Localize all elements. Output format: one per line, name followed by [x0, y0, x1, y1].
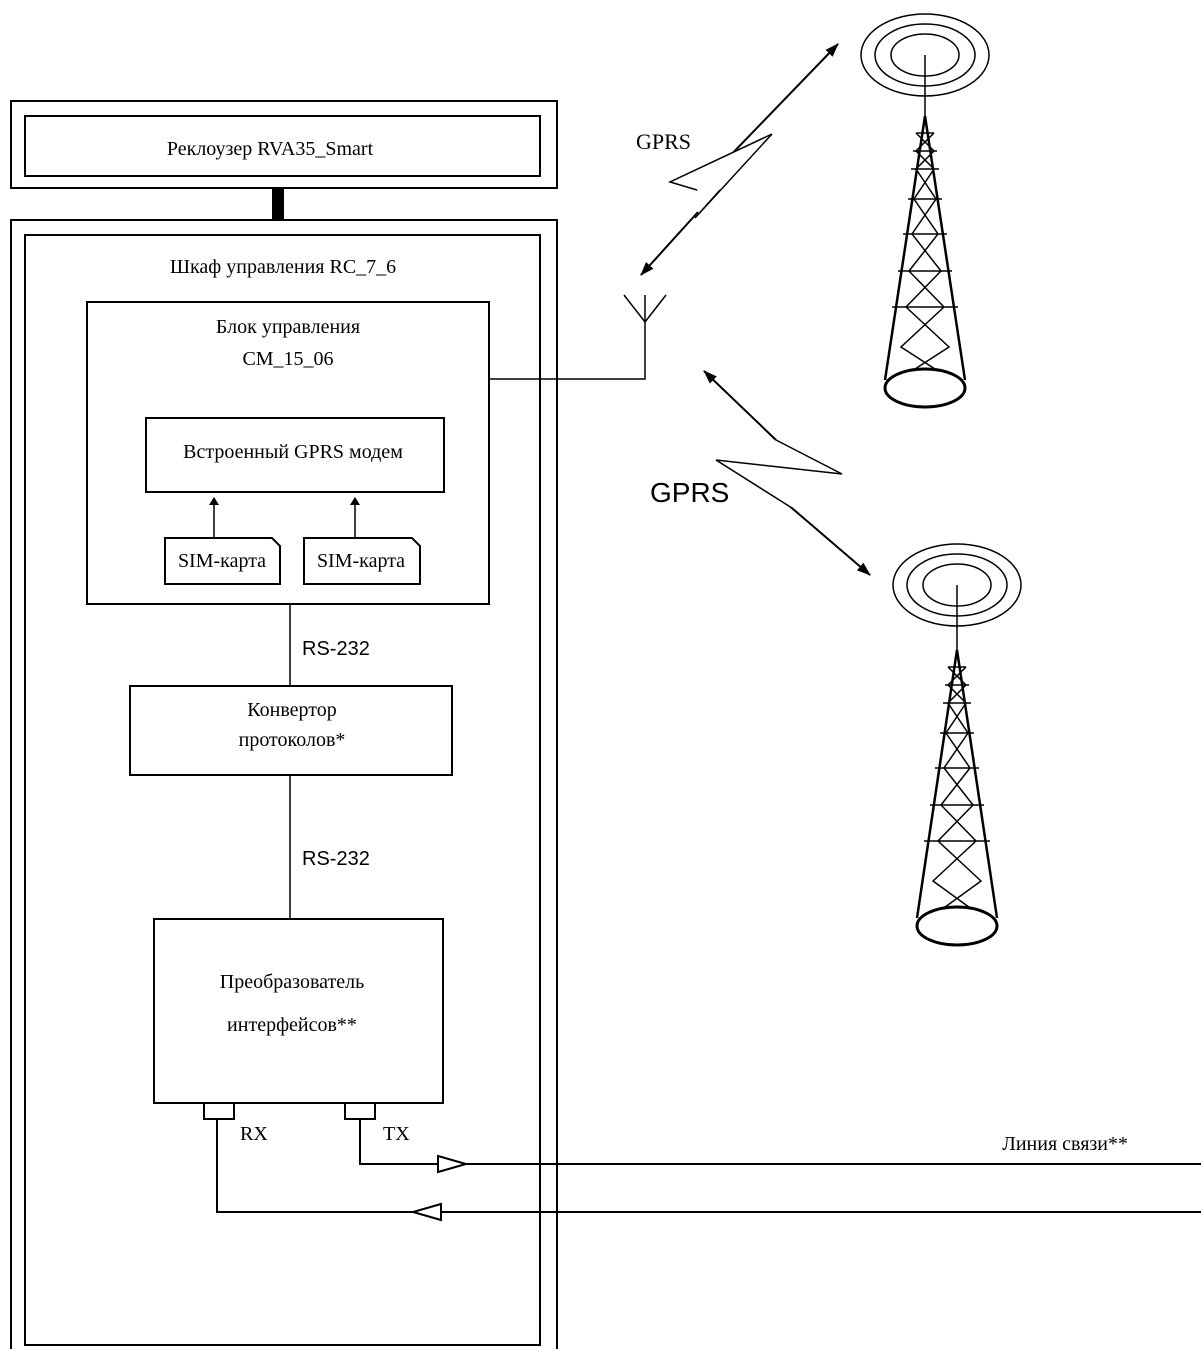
recloser-block: Реклоузер RVA35_Smart	[10, 100, 558, 189]
tx-port	[344, 1102, 376, 1120]
recloser-label: Реклоузер RVA35_Smart	[167, 138, 374, 160]
sim-card-1: SIM-карта	[164, 497, 281, 585]
interface-converter-line2: интерфейсов**	[227, 1014, 357, 1036]
gprs-link-2	[703, 370, 871, 576]
protocol-converter-block: Конвертор протоколов*	[129, 685, 453, 776]
gprs-modem-block: Встроенный GPRS модем	[145, 417, 445, 493]
rx-direction-arrow	[409, 1202, 442, 1222]
gprs-link-1	[640, 43, 839, 276]
antenna-icon	[623, 294, 667, 323]
rx-label: RX	[240, 1123, 268, 1145]
tx-line	[359, 1119, 1201, 1165]
interface-converter-line1: Преобразователь	[220, 971, 364, 993]
cell-tower-1-icon	[860, 13, 990, 409]
gprs-modem-label: Встроенный GPRS модем	[183, 441, 403, 463]
rx-line	[216, 1119, 1201, 1213]
recloser-cabinet-connector	[272, 188, 284, 220]
gprs-label-2: GPRS	[650, 477, 729, 508]
rs232-upper-label: RS-232	[302, 638, 370, 660]
tx-label: TX	[383, 1123, 410, 1145]
gprs-label-1: GPRS	[636, 129, 691, 154]
rx-port	[203, 1102, 235, 1120]
control-unit-title: Блок управления	[216, 316, 360, 338]
protocol-converter-line2: протоколов*	[239, 729, 346, 751]
comm-line-label: Линия связи**	[1002, 1133, 1128, 1155]
cabinet-label: Шкаф управления RC_7_6	[170, 256, 396, 278]
interface-converter-block: Преобразователь интерфейсов**	[153, 918, 444, 1104]
sim-card-1-label: SIM-карта	[178, 550, 266, 572]
protocol-converter-line1: Конвертор	[247, 699, 336, 721]
sim-card-2-label: SIM-карта	[317, 550, 405, 572]
rs232-lower-label: RS-232	[302, 848, 370, 870]
tx-direction-arrow	[437, 1154, 470, 1174]
sim-card-2: SIM-карта	[303, 497, 421, 585]
control-unit-model: CM_15_06	[242, 348, 333, 370]
antenna-feed-line	[489, 295, 646, 380]
cell-tower-2-icon	[892, 543, 1022, 947]
